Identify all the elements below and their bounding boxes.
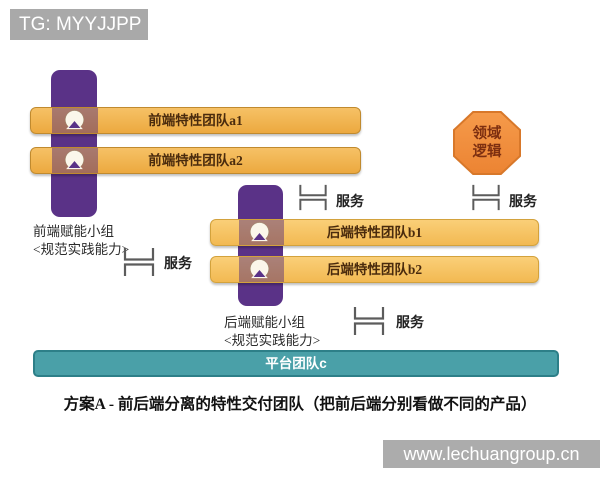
platform-team-bar: 平台团队c (33, 350, 559, 377)
top-watermark: TG: MYYJJPP (10, 9, 148, 40)
frontend-enabling-line2: <规范实践能力> (33, 241, 130, 257)
team-member-icon (65, 110, 84, 130)
service-bracket-icon (123, 248, 155, 276)
team-member-icon (65, 150, 84, 170)
service-label: 服务 (396, 316, 424, 331)
domain-logic-octagon: 领域 逻辑 (453, 111, 521, 175)
service-label: 服务 (164, 257, 192, 272)
backend-feature-team-b1-bar: 后端特性团队b1 (210, 219, 539, 246)
frontend-feature-team-a2-bar: 前端特性团队a2 (30, 147, 361, 174)
team-bar-label: 前端特性团队a1 (148, 113, 243, 128)
domain-logic-line1: 领域 (472, 125, 502, 142)
domain-logic-octagon-face: 领域 逻辑 (455, 113, 519, 173)
diagram-caption: 方案A - 前后端分离的特性交付团队（把前后端分别看做不同的产品） (63, 396, 537, 413)
service-bracket-icon (299, 184, 327, 211)
domain-logic-line2: 逻辑 (472, 144, 502, 160)
team-member-icon (250, 259, 269, 279)
team-member-icon (250, 222, 269, 242)
backend-feature-team-b2-bar: 后端特性团队b2 (210, 256, 539, 283)
frontend-enabling-label: 前端赋能小组 <规范实践能力> (33, 223, 129, 259)
team-bar-label: 后端特性团队b1 (326, 225, 423, 240)
service-label: 服务 (336, 195, 364, 210)
backend-enabling-line2: <规范实践能力> (224, 332, 321, 348)
service-bracket-icon (472, 184, 500, 211)
service-label: 服务 (509, 195, 537, 210)
backend-enabling-label: 后端赋能小组 <规范实践能力> (224, 314, 320, 350)
team-bar-label: 后端特性团队b2 (326, 262, 423, 277)
frontend-feature-team-a1-bar: 前端特性团队a1 (30, 107, 361, 134)
frontend-enabling-line1: 前端赋能小组 (33, 224, 114, 239)
team-bar-label: 前端特性团队a2 (148, 153, 243, 168)
bottom-watermark: www.lechuangroup.cn (383, 440, 600, 468)
frontend-enabling-bar (51, 70, 97, 217)
service-bracket-icon (353, 307, 385, 335)
backend-enabling-line1: 后端赋能小组 (224, 315, 305, 330)
